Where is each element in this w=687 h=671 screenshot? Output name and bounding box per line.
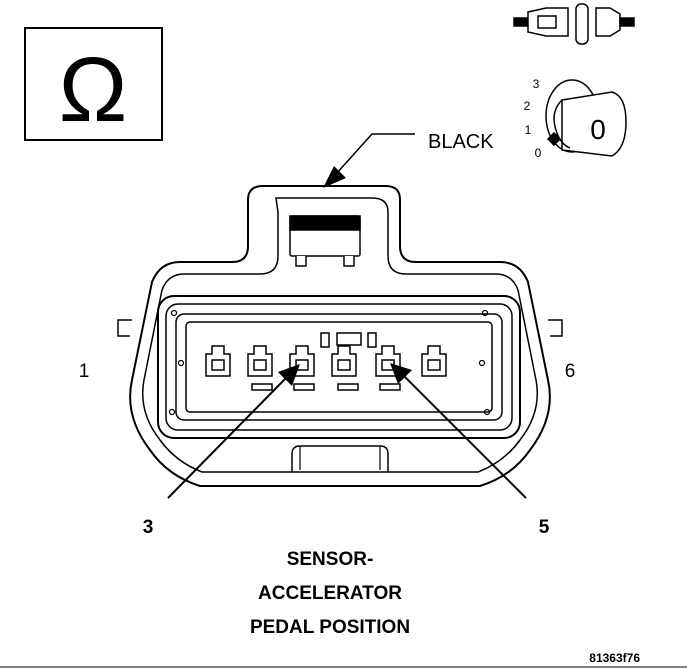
- terminal-6: [421, 345, 447, 377]
- component-name-line-3: PEDAL POSITION: [250, 617, 410, 638]
- pin-callout-3-label: 3: [143, 517, 154, 538]
- pin-label-right: 6: [565, 361, 576, 382]
- figure-id: 81363f76: [589, 651, 640, 665]
- key-position-1: 1: [525, 123, 532, 137]
- connector-latch: [289, 215, 361, 267]
- connector-color-callout: BLACK: [323, 131, 494, 188]
- pin-callout-3: 3: [143, 364, 300, 538]
- ohm-icon: Ω: [59, 39, 128, 141]
- key-position-3: 3: [533, 77, 540, 91]
- component-name: SENSOR- ACCELERATOR PEDAL POSITION: [250, 549, 410, 638]
- key-selected-position: 0: [590, 114, 606, 145]
- terminal-2: [247, 345, 273, 391]
- key-position-0: 0: [535, 146, 542, 160]
- ohmmeter-symbol: Ω: [24, 27, 163, 141]
- disconnected-connector-icon: [513, 3, 635, 45]
- component-name-line-2: ACCELERATOR: [258, 583, 402, 604]
- connector-color-label: BLACK: [428, 131, 494, 153]
- key-position-2: 2: [524, 99, 531, 113]
- cavity-corner-dots: [168, 309, 491, 416]
- connector-body: [117, 185, 563, 487]
- terminal-1: [205, 345, 231, 377]
- pin-callout-5-label: 5: [539, 517, 550, 538]
- terminal-4: [331, 345, 359, 391]
- component-name-line-1: SENSOR-: [287, 549, 374, 570]
- pin-callout-5: 5: [390, 363, 550, 538]
- ignition-key-icon: 3 2 1 0 0: [524, 77, 627, 160]
- pin-label-left: 1: [79, 361, 90, 382]
- polarizing-keys: [320, 332, 377, 348]
